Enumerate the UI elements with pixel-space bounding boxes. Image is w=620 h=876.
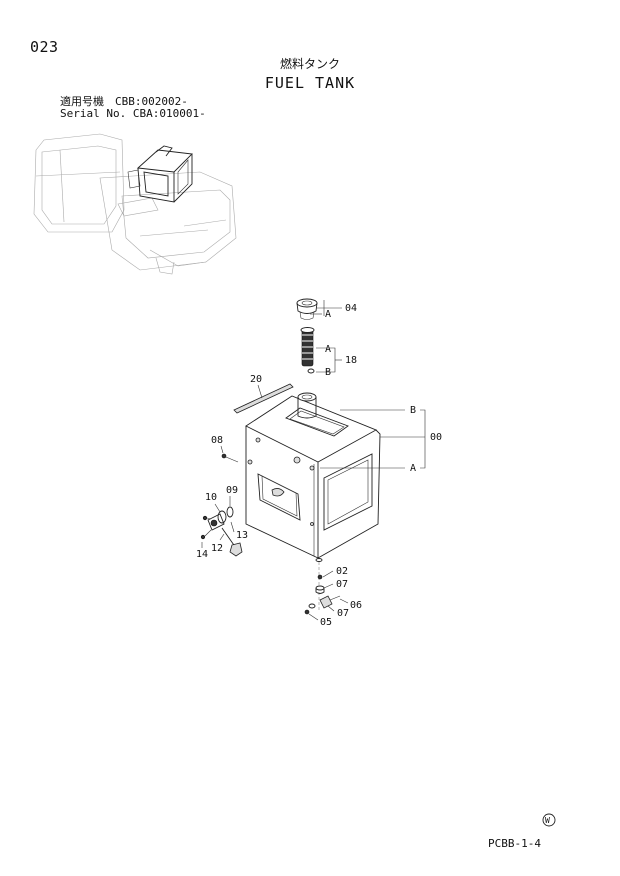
fuel-strainer xyxy=(300,327,315,374)
callout-02: 02 xyxy=(336,566,348,577)
callout-12: 12 xyxy=(211,543,223,554)
fuel-cap xyxy=(296,298,318,320)
callout-08: 08 xyxy=(211,435,223,446)
bolt-08 xyxy=(221,453,239,463)
serial-applicability-jp: 適用号機 CBB:002002- xyxy=(60,95,188,108)
callout-09: 09 xyxy=(226,485,238,496)
ref-label-a-cap: A xyxy=(325,309,331,320)
fuel-tank xyxy=(245,392,381,562)
ref-label-b-tank: B xyxy=(410,405,416,416)
callout-20: 20 xyxy=(250,374,262,385)
callout-07-lower: 07 xyxy=(337,608,349,619)
page-title-jp: 燃料タンク xyxy=(279,57,340,71)
callout-14: 14 xyxy=(196,549,208,560)
seal-strip xyxy=(233,383,294,414)
callout-10: 10 xyxy=(205,492,217,503)
ref-label-a-strainer: A xyxy=(325,344,331,355)
drain-parts xyxy=(304,574,341,615)
svg-text:W: W xyxy=(545,816,550,825)
ref-label-b-strainer: B xyxy=(325,367,331,378)
callout-04: 04 xyxy=(345,303,357,314)
callout-06: 06 xyxy=(350,600,362,611)
callout-05: 05 xyxy=(320,617,332,628)
page-title: FUEL TANK xyxy=(264,74,356,92)
callout-07-upper: 07 xyxy=(336,579,348,590)
serial-number: Serial No. CBA:010001- xyxy=(60,107,206,120)
machine-location-thumbnail xyxy=(33,133,237,275)
page-code: PCBB-1-4 xyxy=(488,837,541,850)
ref-label-a-tank: A xyxy=(410,463,416,474)
callout-18: 18 xyxy=(345,355,357,366)
hitachi-mark-icon: W xyxy=(542,813,556,827)
callout-13: 13 xyxy=(236,530,248,541)
page-number: 023 xyxy=(30,38,59,56)
fuel-sensor-assembly xyxy=(200,506,243,557)
callout-00: 00 xyxy=(430,432,442,443)
